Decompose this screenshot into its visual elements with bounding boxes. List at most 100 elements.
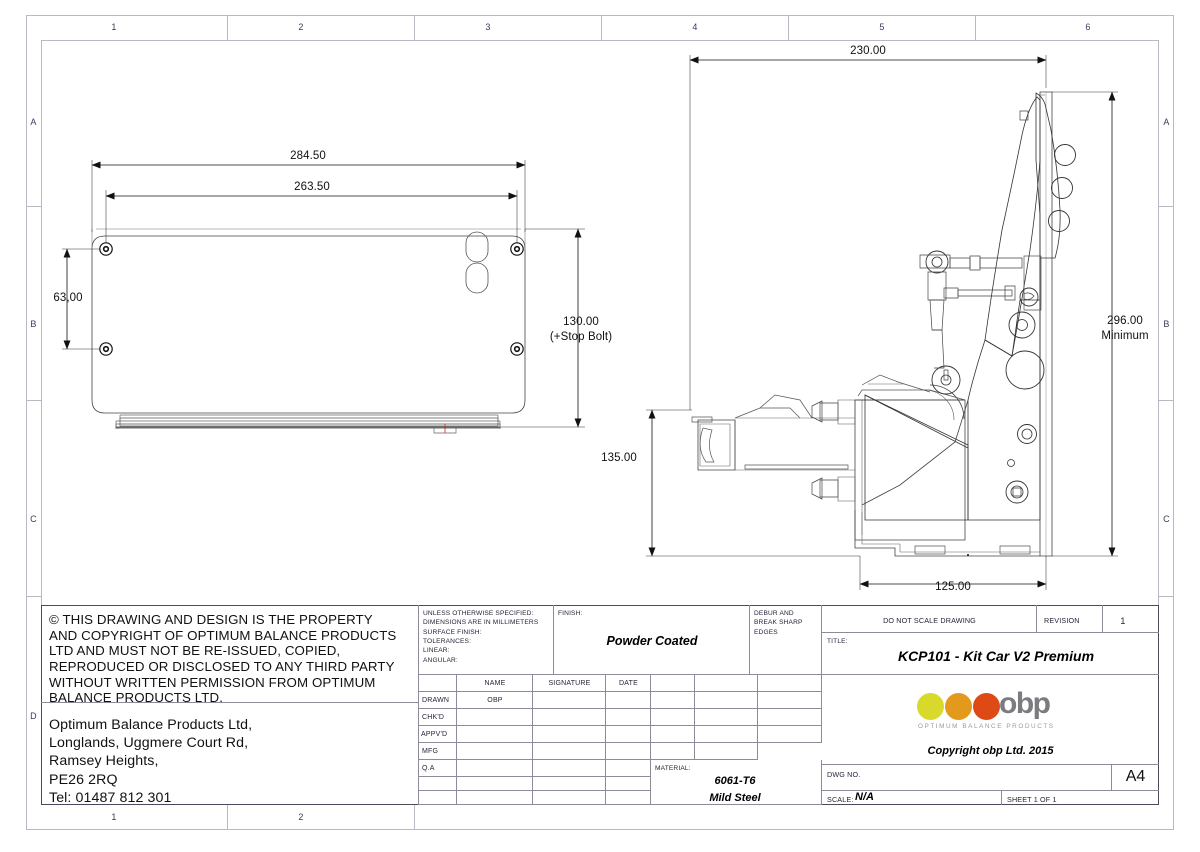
row-sig-cell [533, 743, 606, 760]
row-x1-cell [651, 726, 695, 743]
zone-label-right-a: A [1163, 117, 1170, 127]
dim-side-overall-depth: 230.00 [850, 45, 886, 57]
zone-label-left-a: A [30, 117, 37, 127]
sig-header-signature [533, 675, 606, 692]
material-value-1: 6061-T6 [714, 775, 756, 787]
row-x1-cell [651, 692, 695, 709]
finish-label: FINISH: [558, 610, 583, 617]
row-x2-cell [695, 692, 758, 709]
drawing-title: KCP101 - Kit Car V2 Premium [897, 648, 1095, 664]
row-date-cell [606, 726, 651, 743]
row-date-cell [606, 777, 651, 791]
row-x1-cell [651, 709, 695, 726]
scale-value: N/A [855, 791, 874, 803]
row-name-cell [457, 791, 533, 805]
title-cell [822, 633, 1159, 675]
sig-header-date [606, 675, 651, 692]
zone-label-top-2: 2 [298, 22, 304, 32]
sig-header-x2 [695, 675, 758, 692]
zone-label-top-4: 4 [692, 22, 698, 32]
logo-dot-yellow [917, 693, 944, 720]
spec-text: UNLESS OTHERWISE SPECIFIED: DIMENSIONS A… [423, 610, 539, 664]
row-sig-cell [533, 709, 606, 726]
logo-copyright: Copyright obp Ltd. 2015 [927, 745, 1054, 757]
zone-label-bottom-2: 2 [298, 812, 304, 822]
revision-value-cell [1103, 605, 1159, 633]
dim-front-hole-pitch-height: 63,00 [53, 292, 83, 304]
row-name-cell [457, 743, 533, 760]
material-cell [651, 760, 822, 805]
logo-wordmark: obp [999, 687, 1051, 720]
zone-label-right-c: C [1163, 514, 1170, 524]
row-label-cell [419, 692, 457, 709]
titleblock-left-panel [41, 605, 419, 805]
zone-tick-right [1159, 400, 1174, 401]
row-x2-cell [695, 726, 758, 743]
row-x1-cell [651, 743, 695, 760]
row-name-cell [457, 692, 533, 709]
dim-side-overall-height-note: Minimum [1101, 330, 1149, 342]
logo-dot-red [973, 693, 1000, 720]
finish-value: Powder Coated [606, 634, 698, 648]
zone-tick-bottom [414, 805, 415, 830]
dim-front-overall-width: 284.50 [290, 150, 326, 162]
row-sig-cell [533, 692, 606, 709]
company-address-text: Optimum Balance Products Ltd, Longlands,… [49, 717, 253, 806]
logo-subtitle: OPTIMUM BALANCE PRODUCTS [918, 723, 1055, 730]
sig-header-x1 [651, 675, 695, 692]
row-date-cell [606, 760, 651, 777]
row-label-cell [419, 777, 457, 791]
row-x3-cell [758, 709, 822, 726]
row-x2-cell [695, 743, 758, 760]
zone-tick-top [601, 15, 602, 40]
logo-cell [822, 675, 1159, 765]
zone-tick-right [1159, 206, 1174, 207]
row-label-cell [419, 709, 457, 726]
dim-side-base-depth: 125.00 [935, 581, 971, 593]
finish-cell [554, 605, 750, 675]
material-value-2: Mild Steel [709, 792, 761, 804]
copyright-notice-text: © THIS DRAWING AND DESIGN IS THE PROPERT… [49, 612, 397, 706]
row-label-appvd: APPV'D [421, 731, 448, 738]
revision-value: 1 [1120, 616, 1126, 626]
scale-label: SCALE: [827, 795, 854, 804]
logo-dot-orange [945, 693, 972, 720]
row-date-cell [606, 743, 651, 760]
sheet-size-cell [1112, 765, 1159, 791]
row-x3-cell [758, 692, 822, 709]
dim-front-overall-height-note: (+Stop Bolt) [549, 331, 613, 343]
dim-side-overall-height: 296.00 [1107, 315, 1143, 327]
sig-header-x3 [758, 675, 822, 692]
zone-label-right-b: B [1163, 319, 1170, 329]
row-sig-cell [533, 777, 606, 791]
titleblock-notice-cell [41, 605, 419, 703]
dim-side-base-height: 135.00 [601, 452, 637, 464]
row-name-cell [457, 709, 533, 726]
dwg-no-label: DWG NO. [827, 770, 861, 779]
row-label-cell [419, 726, 457, 743]
revision-label-cell [1037, 605, 1103, 633]
zone-tick-top [227, 15, 228, 40]
zone-tick-bottom [227, 805, 228, 830]
debur-cell [750, 605, 822, 675]
do-not-scale-cell [822, 605, 1037, 633]
col-header-signature: SIGNATURE [548, 680, 591, 687]
row-label-qa: Q.A [422, 765, 435, 772]
zone-tick-left [26, 596, 41, 597]
row-x2-cell [695, 709, 758, 726]
row-name-cell [457, 760, 533, 777]
zone-label-top-3: 3 [485, 22, 491, 32]
zone-tick-left [26, 206, 41, 207]
sig-header-name [457, 675, 533, 692]
zone-label-bottom-1: 1 [111, 812, 117, 822]
row-date-cell [606, 692, 651, 709]
col-header-name: NAME [484, 680, 506, 687]
title-label: TITLE: [827, 638, 848, 645]
row-label-cell [419, 791, 457, 805]
obp-logo: obp OPTIMUM BALANCE PRODUCTS [917, 689, 1112, 741]
dim-front-overall-height: 130.00 [563, 316, 599, 328]
row-name-cell [457, 777, 533, 791]
dwg-no-cell [822, 765, 1112, 791]
row-label-cell [419, 743, 457, 760]
